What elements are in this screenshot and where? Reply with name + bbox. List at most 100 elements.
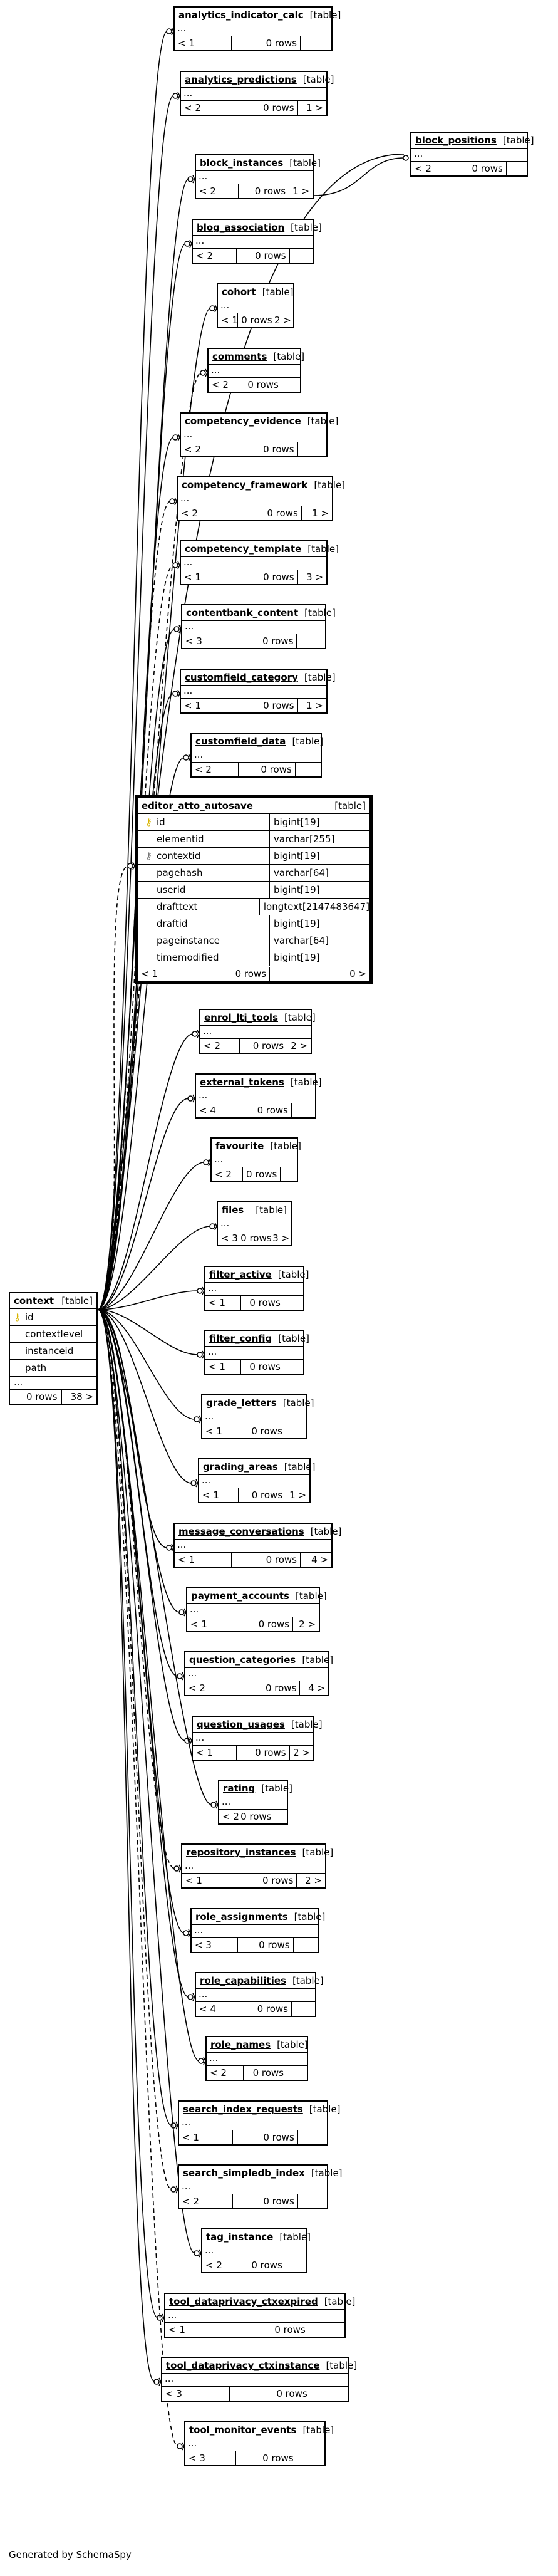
repository-instances-table[interactable]: repository_instances [table] ... < 1 0 r…	[181, 1843, 333, 1889]
files-parents[interactable]: < 3	[221, 1233, 238, 1244]
tag-instance-children[interactable]	[285, 2258, 306, 2272]
favourite-table[interactable]: favourite [table] ... < 2 0 rows	[210, 1137, 301, 1182]
context-children-link[interactable]: 38 >	[61, 1390, 96, 1404]
block-instances-parents[interactable]: < 2	[199, 185, 216, 197]
competency-template-name[interactable]: competency_template	[185, 543, 302, 555]
tool-dataprivacy-ctxinstance-children[interactable]	[310, 2387, 348, 2401]
customfield-category-parents[interactable]: < 1	[184, 700, 201, 711]
message-conversations-name[interactable]: message_conversations	[178, 1526, 304, 1537]
tool-dataprivacy-ctxinstance-header[interactable]: tool_dataprivacy_ctxinstance [table]	[162, 2358, 357, 2374]
external-tokens-children[interactable]	[291, 1103, 315, 1117]
tag-instance-name[interactable]: tag_instance	[206, 2231, 274, 2243]
filter-active-parents[interactable]: < 1	[209, 1297, 225, 1308]
files-table[interactable]: files [table] ... < 3 0 rows 3 >	[217, 1201, 292, 1246]
role-capabilities-children[interactable]	[291, 2002, 315, 2016]
payment-accounts-table[interactable]: payment_accounts [table] ... < 1 0 rows …	[186, 1587, 327, 1632]
cohort-name[interactable]: cohort	[222, 286, 256, 298]
rating-header[interactable]: rating [table]	[219, 1781, 292, 1796]
grading-areas-name[interactable]: grading_areas	[203, 1461, 278, 1473]
analytics-predictions-name[interactable]: analytics_predictions	[185, 74, 297, 85]
block-instances-children[interactable]: 1 >	[289, 184, 313, 198]
tool-dataprivacy-ctxinstance-name[interactable]: tool_dataprivacy_ctxinstance	[166, 2360, 320, 2371]
tag-instance-table[interactable]: tag_instance [table] ... < 2 0 rows	[201, 2228, 311, 2273]
tool-dataprivacy-ctxexpired-children[interactable]	[308, 2323, 344, 2337]
tool-dataprivacy-ctxexpired-parents[interactable]: < 1	[168, 2324, 185, 2335]
editor-atto-autosave-children[interactable]: 0 >	[269, 967, 369, 981]
question-usages-header[interactable]: question_usages [table]	[193, 1717, 323, 1733]
customfield-category-table[interactable]: customfield_category [table] ... < 1 0 r…	[180, 669, 336, 714]
enrol-lti-tools-header[interactable]: enrol_lti_tools [table]	[200, 1010, 316, 1026]
role-names-children[interactable]	[286, 2066, 307, 2080]
filter-config-name[interactable]: filter_config	[209, 1333, 272, 1344]
competency-evidence-name[interactable]: competency_evidence	[185, 415, 301, 427]
cohort-parents[interactable]: < 1	[221, 315, 238, 326]
enrol-lti-tools-parents[interactable]: < 2	[204, 1040, 220, 1051]
block-instances-name[interactable]: block_instances	[200, 157, 284, 169]
customfield-data-name[interactable]: customfield_data	[195, 736, 286, 747]
favourite-children[interactable]	[279, 1167, 297, 1181]
payment-accounts-header[interactable]: payment_accounts [table]	[187, 1588, 327, 1604]
question-usages-children[interactable]: 2 >	[289, 1746, 313, 1760]
search-index-requests-table[interactable]: search_index_requests [table] ... < 1 0 …	[178, 2100, 341, 2146]
files-name[interactable]: files	[222, 1204, 244, 1216]
question-usages-parents[interactable]: < 1	[196, 1747, 213, 1758]
competency-framework-parents[interactable]: < 2	[181, 508, 198, 519]
tool-dataprivacy-ctxinstance-parents[interactable]: < 3	[165, 2388, 182, 2399]
contentbank-content-children[interactable]	[296, 634, 325, 648]
role-capabilities-name[interactable]: role_capabilities	[200, 1975, 286, 1986]
enrol-lti-tools-name[interactable]: enrol_lti_tools	[204, 1012, 279, 1023]
files-children[interactable]: 3 >	[269, 1231, 292, 1245]
search-simpledb-index-header[interactable]: search_simpledb_index [table]	[179, 2166, 343, 2181]
customfield-category-children[interactable]: 1 >	[297, 699, 326, 712]
files-header[interactable]: files [table]	[218, 1202, 291, 1218]
customfield-data-children[interactable]	[294, 763, 321, 776]
question-categories-table[interactable]: question_categories [table] ... < 2 0 ro…	[184, 1651, 333, 1696]
repository-instances-parents[interactable]: < 1	[185, 1875, 202, 1886]
filter-config-table[interactable]: filter_config [table] ... < 1 0 rows	[204, 1330, 309, 1375]
question-usages-table[interactable]: question_usages [table] ... < 1 0 rows 2…	[192, 1716, 323, 1761]
message-conversations-parents[interactable]: < 1	[178, 1554, 195, 1565]
competency-evidence-header[interactable]: competency_evidence [table]	[181, 414, 338, 429]
search-index-requests-name[interactable]: search_index_requests	[183, 2104, 303, 2115]
customfield-category-name[interactable]: customfield_category	[185, 672, 298, 683]
grade-letters-table[interactable]: grade_letters [table] ... < 1 0 rows	[201, 1394, 314, 1439]
contentbank-content-name[interactable]: contentbank_content	[186, 607, 299, 618]
contentbank-content-header[interactable]: contentbank_content [table]	[182, 605, 336, 621]
filter-config-children[interactable]	[283, 1360, 303, 1374]
payment-accounts-children[interactable]: 2 >	[292, 1617, 319, 1631]
enrol-lti-tools-table[interactable]: enrol_lti_tools [table] ... < 2 0 rows 2…	[199, 1009, 316, 1054]
contentbank-content-parents[interactable]: < 3	[185, 635, 202, 647]
message-conversations-table[interactable]: message_conversations [table] ... < 1 0 …	[173, 1523, 341, 1568]
cohort-table[interactable]: cohort [table] ... < 1 0 rows 2 >	[217, 283, 294, 328]
message-conversations-children[interactable]: 4 >	[300, 1553, 331, 1567]
question-categories-parents[interactable]: < 2	[189, 1682, 205, 1694]
role-names-name[interactable]: role_names	[210, 2039, 271, 2050]
grading-areas-children[interactable]: 1 >	[286, 1488, 309, 1502]
search-index-requests-header[interactable]: search_index_requests [table]	[179, 2102, 341, 2117]
comments-parents[interactable]: < 2	[212, 379, 229, 390]
editor-atto-autosave-header[interactable]: editor_atto_autosave [table]	[138, 798, 369, 814]
role-names-header[interactable]: role_names [table]	[207, 2037, 308, 2053]
role-capabilities-table[interactable]: role_capabilities [table] ... < 4 0 rows	[195, 1972, 324, 2017]
repository-instances-name[interactable]: repository_instances	[186, 1847, 296, 1858]
role-capabilities-header[interactable]: role_capabilities [table]	[196, 1973, 324, 1989]
competency-framework-header[interactable]: competency_framework [table]	[178, 477, 345, 493]
context-table[interactable]: context [table] ⚷ id contextlevel instan…	[9, 1292, 98, 1405]
editor-atto-autosave-parents[interactable]: < 1	[141, 968, 158, 979]
role-names-parents[interactable]: < 2	[210, 2067, 227, 2078]
analytics-indicator-calc-children[interactable]	[300, 36, 331, 50]
analytics-predictions-children[interactable]: 1 >	[297, 101, 326, 115]
search-simpledb-index-name[interactable]: search_simpledb_index	[183, 2167, 305, 2179]
external-tokens-table[interactable]: external_tokens [table] ... < 4 0 rows	[195, 1073, 322, 1119]
contentbank-content-table[interactable]: contentbank_content [table] ... < 3 0 ro…	[181, 604, 336, 649]
tag-instance-header[interactable]: tag_instance [table]	[202, 2229, 311, 2245]
grade-letters-header[interactable]: grade_letters [table]	[202, 1395, 314, 1411]
external-tokens-parents[interactable]: < 4	[199, 1105, 216, 1116]
tool-dataprivacy-ctxinstance-table[interactable]: tool_dataprivacy_ctxinstance [table] ...…	[161, 2357, 357, 2402]
competency-framework-table[interactable]: competency_framework [table] ... < 2 0 r…	[177, 476, 345, 521]
tool-monitor-events-parents[interactable]: < 3	[189, 2453, 205, 2464]
comments-header[interactable]: comments [table]	[209, 349, 304, 365]
filter-active-name[interactable]: filter_active	[209, 1269, 272, 1280]
analytics-indicator-calc-header[interactable]: analytics_indicator_calc [table]	[175, 8, 341, 23]
grade-letters-name[interactable]: grade_letters	[206, 1397, 277, 1409]
